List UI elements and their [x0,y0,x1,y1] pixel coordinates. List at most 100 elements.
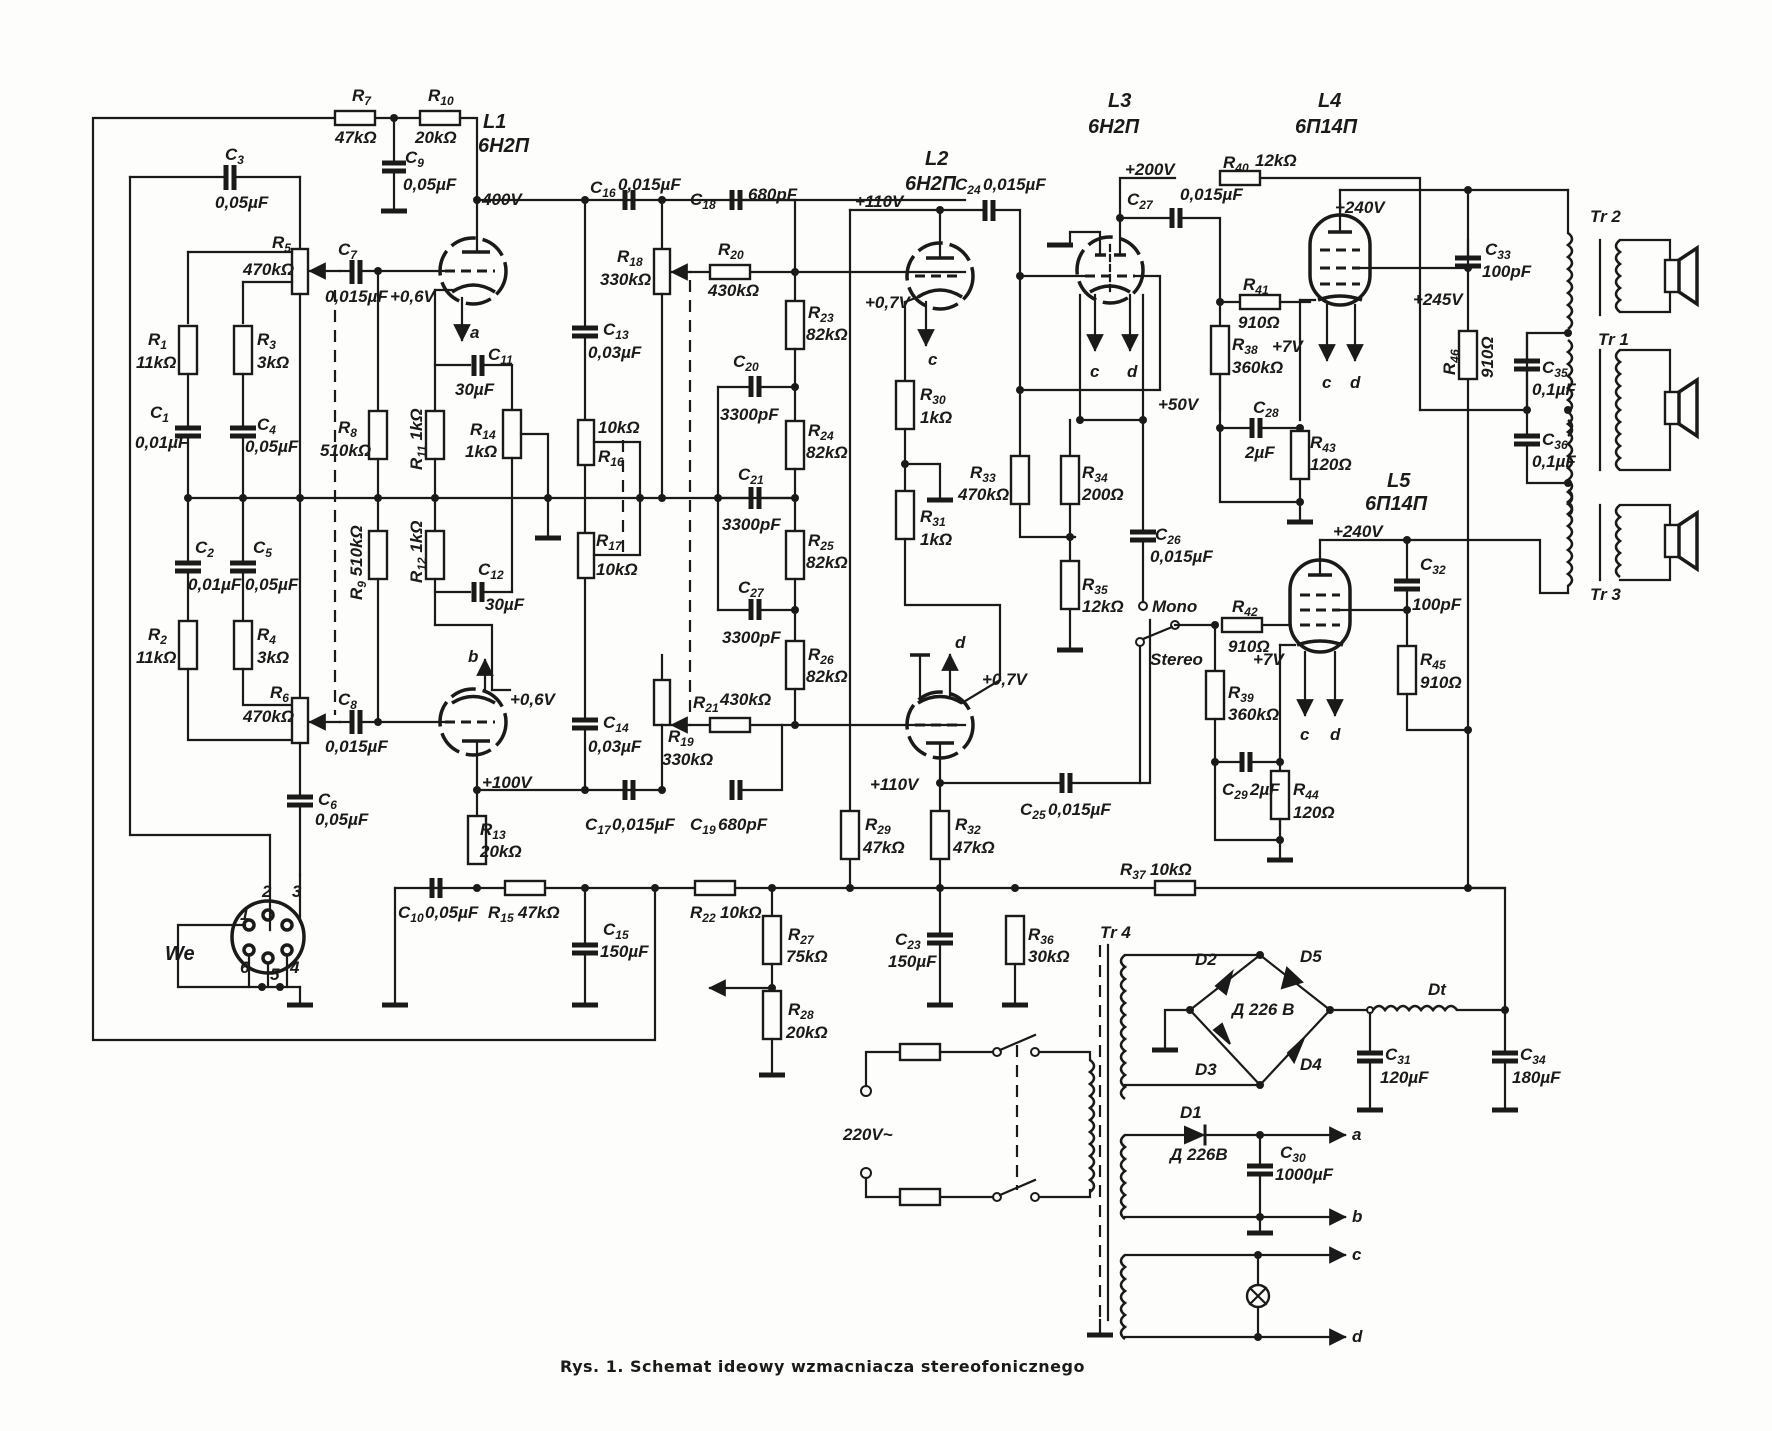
svg-text:10kΩ: 10kΩ [596,560,638,579]
svg-text:R22: R22 [690,903,716,925]
svg-text:150µF: 150µF [888,952,937,971]
svg-text:120µF: 120µF [1380,1068,1429,1087]
svg-text:910Ω: 910Ω [1420,673,1462,692]
svg-text:0,05µF: 0,05µF [425,903,479,922]
svg-text:510kΩ: 510kΩ [320,441,371,460]
svg-text:C2: C2 [195,538,214,560]
svg-text:R17: R17 [596,531,623,553]
svg-text:C13: C13 [603,320,629,342]
svg-text:10kΩ: 10kΩ [720,903,762,922]
svg-text:+0,6V: +0,6V [390,287,437,306]
svg-text:R4: R4 [257,625,276,647]
svg-text:R18: R18 [617,247,643,269]
tube-l2 [839,200,1152,890]
tube-label: L5 [1387,470,1411,492]
svg-text:b: b [468,647,478,666]
svg-text:0,015µF: 0,015µF [612,815,675,834]
svg-text:4: 4 [289,958,300,977]
tube-label: L2 [925,148,948,170]
svg-text:C36: C36 [1542,430,1568,452]
svg-text:+7V: +7V [1272,337,1304,356]
svg-text:0,05µF: 0,05µF [215,193,269,212]
svg-text:C9: C9 [405,148,424,170]
svg-text:R6: R6 [270,683,289,705]
svg-text:0,015µF: 0,015µF [1150,547,1213,566]
stereo-label: Stereo [1150,650,1203,669]
svg-text:R44: R44 [1293,780,1319,802]
tube-l3 [1009,169,1422,785]
output-transformers [1514,188,1699,595]
tube-type: 6H2Π [478,135,530,157]
svg-text:10kΩ: 10kΩ [598,418,640,437]
svg-text:470kΩ: 470kΩ [242,707,294,726]
svg-text:C35: C35 [1542,358,1568,380]
svg-text:R10: R10 [428,86,454,108]
svg-text:a: a [470,323,479,342]
svg-text:0,01µF: 0,01µF [135,433,189,452]
svg-text:330kΩ: 330kΩ [600,270,651,289]
svg-text:C33: C33 [1485,240,1511,262]
tube-type: 6H2Π [905,173,957,195]
svg-text:C12: C12 [478,560,504,582]
svg-text:360kΩ: 360kΩ [1232,358,1283,377]
svg-text:82kΩ: 82kΩ [806,443,848,462]
svg-text:+200V: +200V [1125,160,1176,179]
svg-text:d: d [1330,725,1341,744]
svg-text:470kΩ: 470kΩ [242,260,294,279]
tube-label: L1 [483,111,506,133]
svg-text:30kΩ: 30kΩ [1028,947,1070,966]
svg-text:82kΩ: 82kΩ [806,325,848,344]
svg-text:Tr 2: Tr 2 [1590,207,1621,226]
svg-text:+0,7V: +0,7V [982,670,1029,689]
svg-text:47kΩ: 47kΩ [517,903,560,922]
svg-text:Tr 3: Tr 3 [1590,585,1621,604]
svg-text:+240V: +240V [1335,198,1386,217]
svg-text:1: 1 [240,905,249,924]
svg-text:R39: R39 [1228,683,1254,705]
svg-text:R7: R7 [352,86,372,108]
svg-text:430kΩ: 430kΩ [707,281,759,300]
svg-text:75kΩ: 75kΩ [786,947,828,966]
svg-text:Tr 1: Tr 1 [1598,330,1629,349]
svg-text:1kΩ: 1kΩ [920,408,952,427]
svg-text:C20: C20 [733,352,759,374]
svg-text:+7V: +7V [1253,650,1285,669]
svg-text:0,03µF: 0,03µF [588,343,642,362]
svg-text:C31: C31 [1385,1045,1411,1067]
svg-text:R35: R35 [1082,575,1108,597]
svg-text:0,015µF: 0,015µF [325,287,388,306]
svg-text:30µF: 30µF [485,595,525,614]
svg-text:330kΩ: 330kΩ [662,750,713,769]
svg-text:470kΩ: 470kΩ [957,485,1009,504]
svg-text:Tr 4: Tr 4 [1100,923,1131,942]
svg-text:C16: C16 [590,178,616,200]
svg-text:0,015µF: 0,015µF [1180,185,1243,204]
input-connector[interactable] [176,873,313,1005]
svg-text:R38: R38 [1232,335,1258,357]
svg-text:c: c [928,350,938,369]
svg-text:R42: R42 [1232,597,1258,619]
svg-text:1000µF: 1000µF [1275,1165,1334,1184]
labels: L1 6H2Π L2 6H2Π L3 6H2Π L4 6Π14Π L5 6Π14… [135,86,1629,1376]
svg-text:3kΩ: 3kΩ [257,648,289,667]
svg-text:910Ω: 910Ω [1238,313,1280,332]
svg-text:0,015µF: 0,015µF [983,175,1046,194]
svg-text:+240V: +240V [1333,522,1384,541]
svg-text:20kΩ: 20kΩ [414,128,457,147]
svg-text:+110V: +110V [855,192,905,211]
svg-text:C32: C32 [1420,555,1446,577]
svg-text:C14: C14 [603,713,629,735]
svg-text:C26: C26 [1155,525,1181,547]
svg-text:360kΩ: 360kΩ [1228,705,1279,724]
svg-text:0,015µF: 0,015µF [325,737,388,756]
svg-text:47kΩ: 47kΩ [952,838,995,857]
svg-text:d: d [955,633,966,652]
svg-text:R8: R8 [338,418,357,440]
svg-text:R19: R19 [668,727,694,749]
svg-text:R32: R32 [955,815,981,837]
svg-text:R15: R15 [488,903,514,925]
svg-text:R14: R14 [470,420,496,442]
svg-text:R46: R46 [1440,349,1462,375]
svg-text:680pF: 680pF [718,815,768,834]
